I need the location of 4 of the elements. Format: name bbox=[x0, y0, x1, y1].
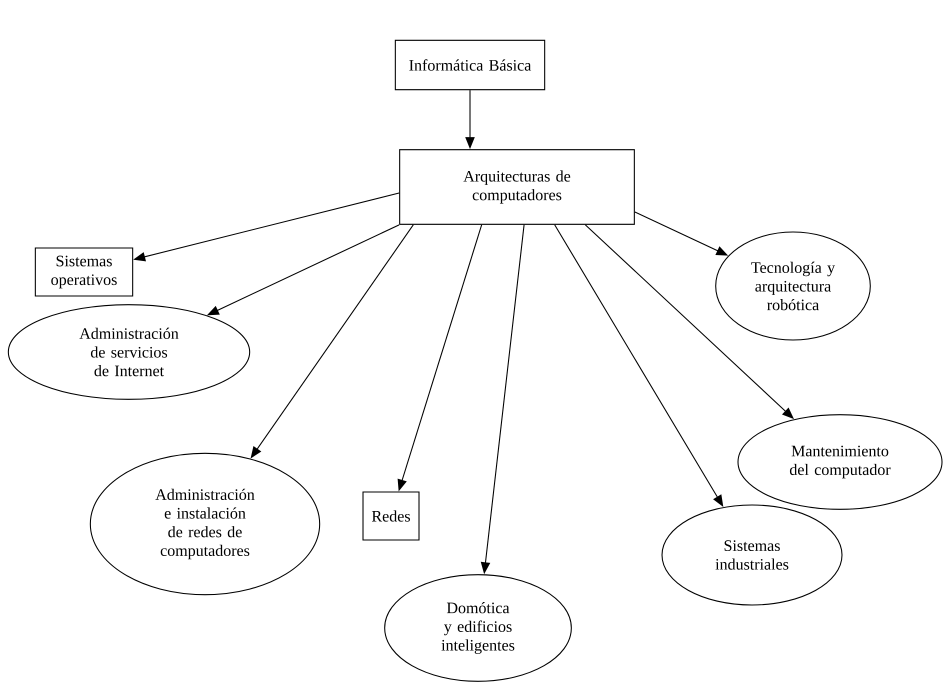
process-box: Informática Básica bbox=[394, 40, 546, 90]
process-box: Arquitecturas de computadores bbox=[399, 149, 635, 225]
process-box: Sistemas operativos bbox=[34, 247, 134, 297]
process-box: Redes bbox=[362, 491, 420, 541]
